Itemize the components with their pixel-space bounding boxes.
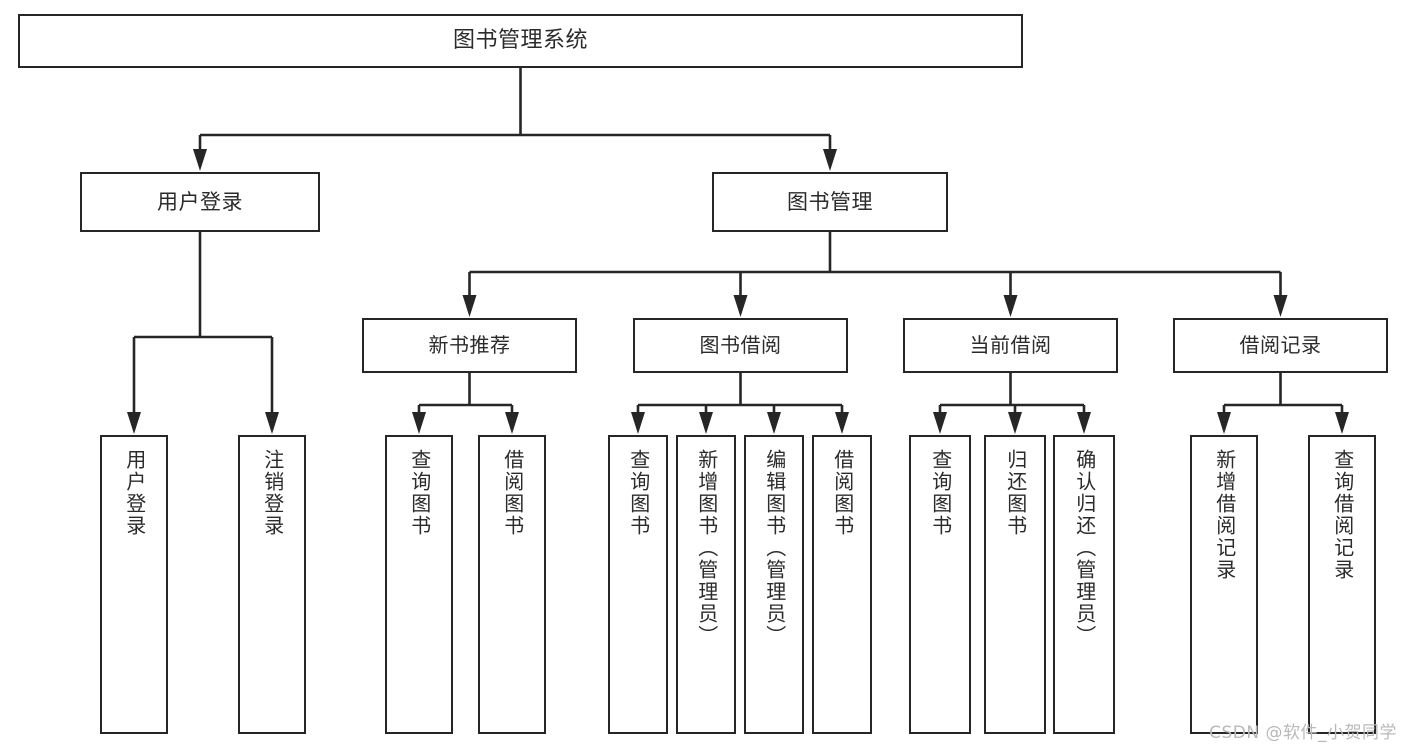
node-label: 查询图书 (928, 449, 953, 537)
borrow-record-bus-arrow-leaf-query-record (1335, 412, 1349, 434)
node-leaf-logout[interactable]: 注销登录 (238, 435, 306, 734)
node-label: 确认归还（管理员） (1072, 449, 1097, 647)
node-label: 编辑图书（管理员） (762, 449, 787, 647)
node-label: 查询图书 (407, 449, 432, 537)
node-leaf-add-record[interactable]: 新增借阅记录 (1190, 435, 1258, 734)
node-leaf-return-book[interactable]: 归还图书 (984, 435, 1046, 734)
node-label: 图书借阅 (699, 333, 782, 357)
node-label: 注销登录 (260, 449, 285, 537)
node-current-borrow[interactable]: 当前借阅 (903, 318, 1118, 373)
root-bus-arrow-book-manage (823, 149, 837, 171)
node-label: 图书管理系统 (452, 28, 588, 54)
node-label: 借阅图书 (500, 449, 525, 537)
node-label: 查询图书 (626, 449, 651, 537)
node-root[interactable]: 图书管理系统 (18, 14, 1023, 68)
book-borrow-bus-arrow-leaf-add-book (699, 412, 713, 434)
node-leaf-query-book-1[interactable]: 查询图书 (385, 435, 453, 734)
node-book-manage[interactable]: 图书管理 (712, 172, 948, 232)
book-manage-bus-arrow-new-book-rec (462, 295, 477, 317)
node-label: 当前借阅 (969, 333, 1052, 357)
current-borrow-bus-arrow-leaf-return-book (1008, 412, 1022, 434)
node-leaf-add-book[interactable]: 新增图书（管理员） (676, 435, 736, 734)
book-manage-bus-arrow-current-borrow (1003, 295, 1018, 317)
current-borrow-bus-arrow-leaf-confirm-return (1077, 412, 1091, 434)
node-new-book-rec[interactable]: 新书推荐 (362, 318, 577, 373)
book-borrow-bus-arrow-leaf-query-book-2 (631, 412, 645, 434)
book-manage-bus-arrow-borrow-record (1273, 295, 1288, 317)
node-user-login[interactable]: 用户登录 (80, 172, 320, 232)
node-leaf-borrow-book-1[interactable]: 借阅图书 (478, 435, 546, 734)
book-borrow-bus-arrow-leaf-edit-book (767, 412, 781, 434)
node-leaf-user-login[interactable]: 用户登录 (100, 435, 168, 734)
node-label: 图书管理 (787, 189, 873, 214)
node-book-borrow[interactable]: 图书借阅 (633, 318, 848, 373)
node-label: 查询借阅记录 (1330, 449, 1355, 581)
node-label: 借阅图书 (830, 449, 855, 537)
current-borrow-bus-arrow-leaf-query-book-3 (933, 412, 947, 434)
node-label: 归还图书 (1003, 449, 1028, 537)
node-label: 借阅记录 (1239, 333, 1322, 357)
new-book-rec-bus-arrow-leaf-query-book-1 (412, 412, 426, 434)
node-leaf-edit-book[interactable]: 编辑图书（管理员） (744, 435, 804, 734)
node-label: 用户登录 (122, 449, 147, 537)
user-login-bus-arrow-leaf-logout (265, 412, 279, 434)
node-label: 用户登录 (157, 189, 243, 214)
node-leaf-query-book-3[interactable]: 查询图书 (909, 435, 971, 734)
borrow-record-bus-arrow-leaf-add-record (1217, 412, 1231, 434)
new-book-rec-bus-arrow-leaf-borrow-book-1 (505, 412, 519, 434)
node-label: 新书推荐 (428, 333, 511, 357)
node-leaf-confirm-return[interactable]: 确认归还（管理员） (1053, 435, 1115, 734)
node-leaf-query-record[interactable]: 查询借阅记录 (1308, 435, 1376, 734)
node-borrow-record[interactable]: 借阅记录 (1173, 318, 1388, 373)
book-manage-bus-arrow-book-borrow (733, 295, 748, 317)
book-borrow-bus-arrow-leaf-borrow-book-2 (835, 412, 849, 434)
node-leaf-borrow-book-2[interactable]: 借阅图书 (812, 435, 872, 734)
node-label: 新增图书（管理员） (694, 449, 719, 647)
node-leaf-query-book-2[interactable]: 查询图书 (608, 435, 668, 734)
root-bus-arrow-user-login (193, 149, 207, 171)
user-login-bus-arrow-leaf-user-login (127, 412, 141, 434)
node-label: 新增借阅记录 (1212, 449, 1237, 581)
